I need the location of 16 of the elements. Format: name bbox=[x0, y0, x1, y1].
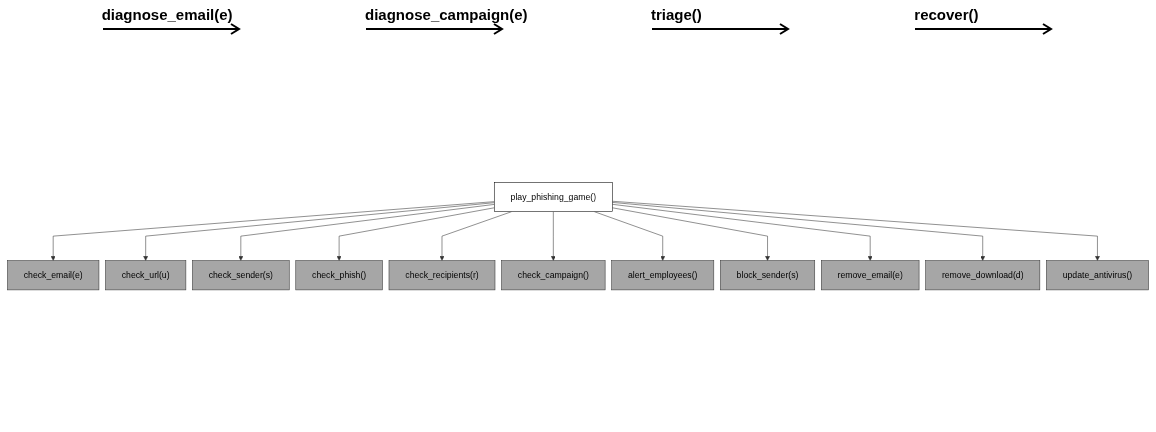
phase-label: recover() bbox=[914, 6, 979, 23]
node-box: check_url(u) bbox=[105, 260, 187, 291]
node-box: check_recipients(r) bbox=[388, 260, 496, 291]
node-box: remove_download(d) bbox=[925, 260, 1041, 291]
node-box: check_campaign() bbox=[501, 260, 606, 291]
node-box: block_sender(s) bbox=[720, 260, 816, 291]
phase-label: diagnose_email(e) bbox=[101, 6, 233, 23]
node-box: check_email(e) bbox=[7, 260, 100, 291]
node-box: update_antivirus() bbox=[1046, 260, 1149, 291]
phase-label: diagnose_campaign(e) bbox=[365, 6, 528, 23]
node-box: play_phishing_game() bbox=[494, 181, 613, 212]
node-box: check_sender(s) bbox=[192, 260, 290, 291]
phase-label: triage() bbox=[650, 6, 702, 23]
node-box: check_phish() bbox=[295, 260, 383, 291]
node-box: alert_employees() bbox=[611, 260, 715, 291]
node-box: remove_email(e) bbox=[821, 260, 920, 291]
